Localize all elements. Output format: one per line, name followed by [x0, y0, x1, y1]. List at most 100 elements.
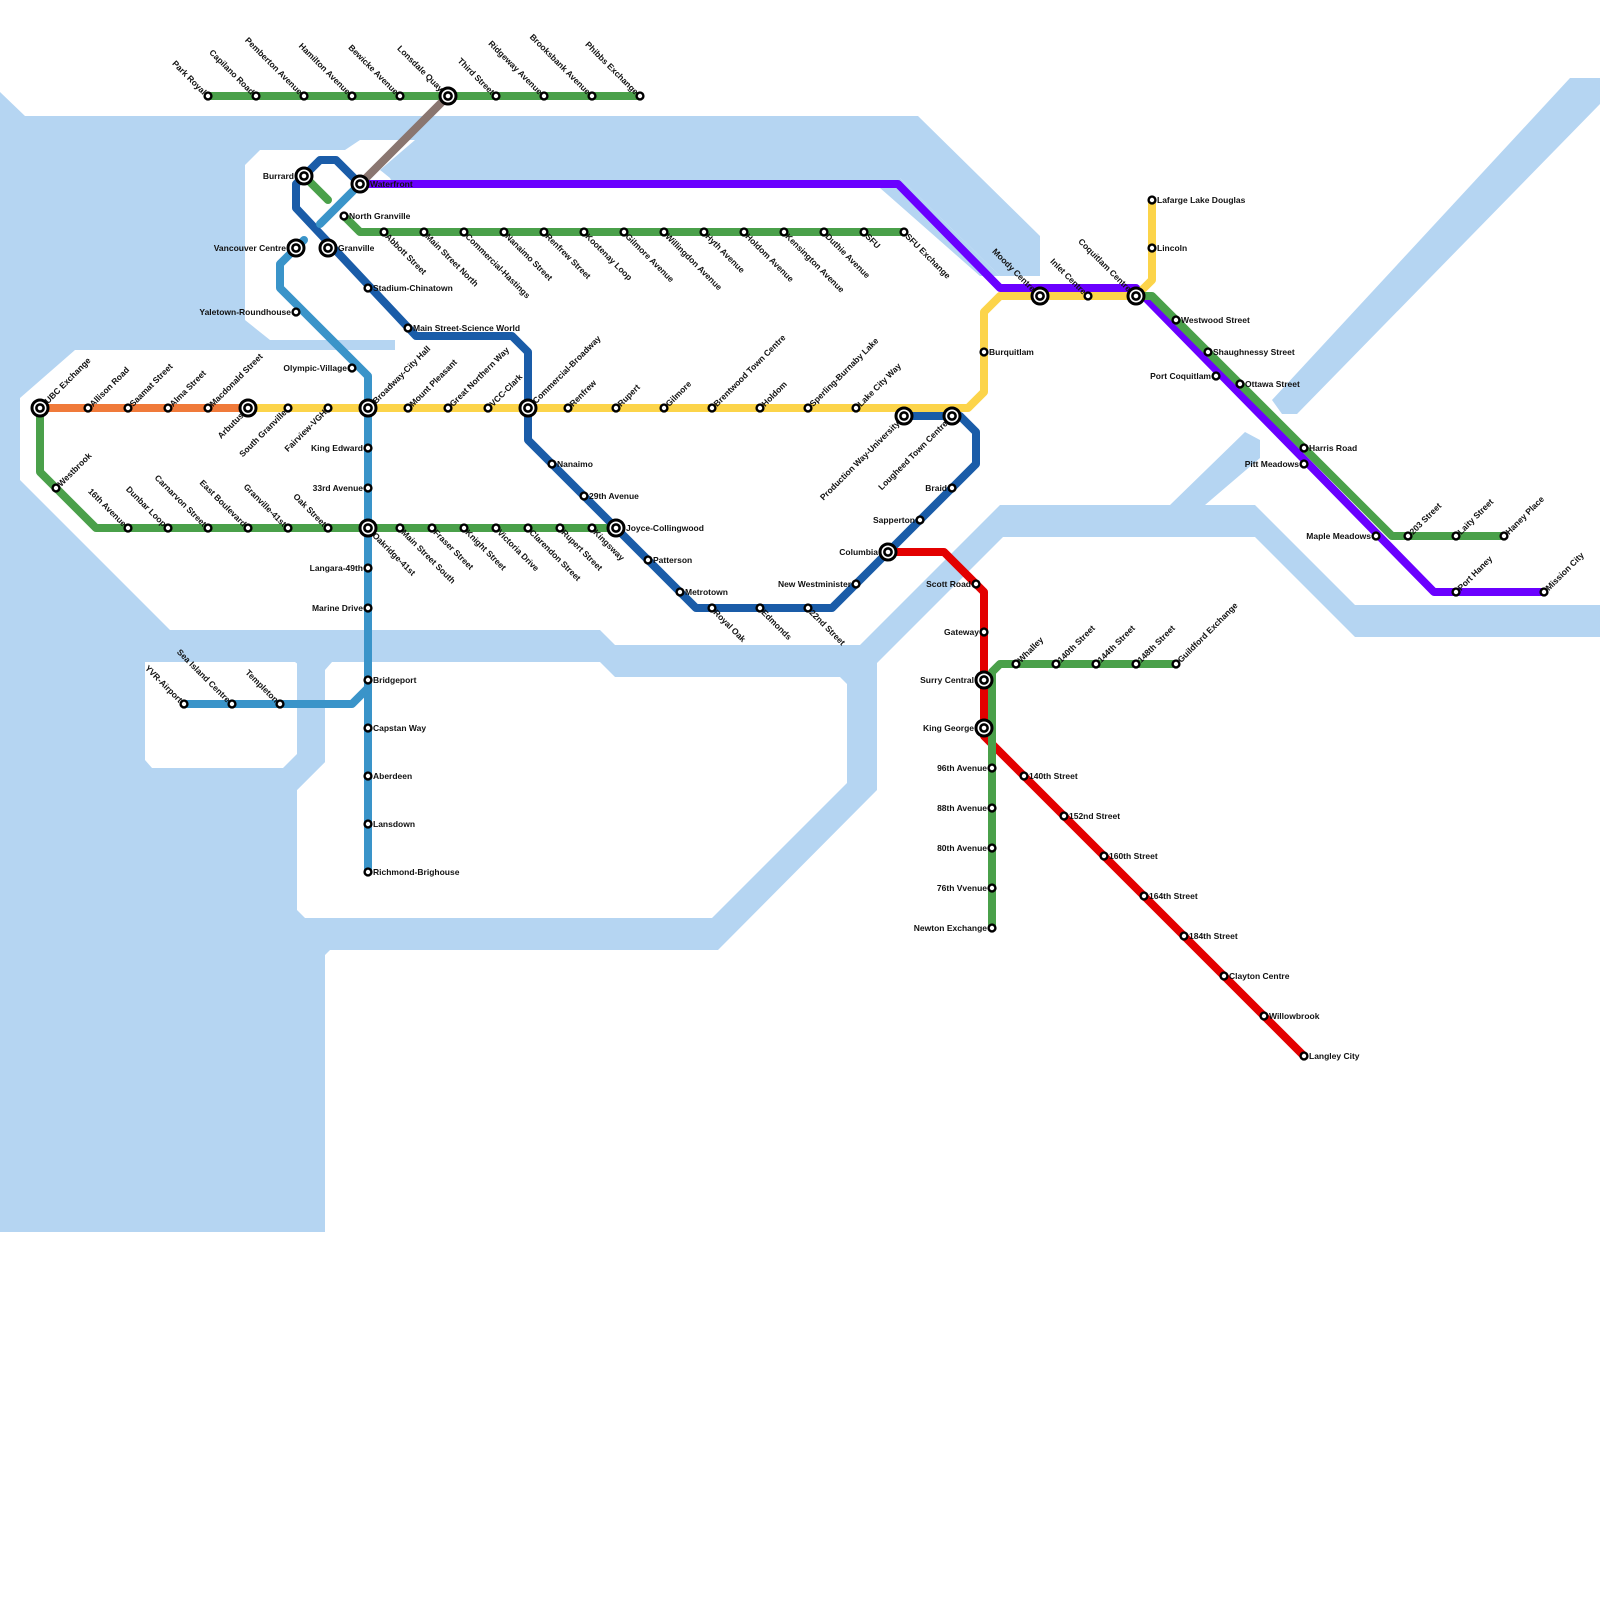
station-lincoln[interactable] [1147, 243, 1157, 253]
line-canada-line-2[interactable] [276, 236, 372, 876]
station-ubc-exchange[interactable] [30, 398, 50, 418]
station-oakridge-41st[interactable] [358, 518, 378, 538]
station-pemberton-avenue[interactable] [299, 91, 309, 101]
station-langara-49th[interactable] [363, 563, 373, 573]
station-new-westminister[interactable] [851, 579, 861, 589]
station-holdom[interactable] [755, 403, 765, 413]
station-broadway-city-hall[interactable] [358, 398, 378, 418]
station-waterfront[interactable] [350, 174, 370, 194]
station-29th-avenue[interactable] [579, 491, 589, 501]
station-fairview-vgh[interactable] [323, 403, 333, 413]
station-oak-street[interactable] [323, 523, 333, 533]
line-canada-line-airport[interactable] [180, 684, 372, 708]
station-184th-street[interactable] [1179, 931, 1189, 941]
station-nanaimo[interactable] [547, 459, 557, 469]
station-kingsway[interactable] [587, 523, 597, 533]
station-aberdeen[interactable] [363, 771, 373, 781]
station-22nd-street[interactable] [803, 603, 813, 613]
line-41st[interactable] [36, 404, 620, 532]
station-haney-place[interactable] [1499, 531, 1509, 541]
station-maple-meadows[interactable] [1371, 531, 1381, 541]
station-main-street-north[interactable] [419, 227, 429, 237]
station-lake-city-way[interactable] [851, 403, 861, 413]
station-140th-street[interactable] [1019, 771, 1029, 781]
station-16th-avenue[interactable] [123, 523, 133, 533]
line-millennium[interactable] [244, 196, 1156, 412]
station-westbrook[interactable] [51, 483, 61, 493]
station-commercial-broadway[interactable] [518, 398, 538, 418]
station-33rd-avenue[interactable] [363, 483, 373, 493]
station-144th-street[interactable] [1091, 659, 1101, 669]
station-macdonald-street[interactable] [203, 403, 213, 413]
station-yaletown-roundhouse[interactable] [291, 307, 301, 317]
station-clayton-centre[interactable] [1219, 971, 1229, 981]
station-south-granville[interactable] [283, 403, 293, 413]
station-victoria-drive[interactable] [491, 523, 501, 533]
station-surry-central[interactable] [974, 670, 994, 690]
station-olympic-village[interactable] [347, 363, 357, 373]
station-dunbar-loop[interactable] [163, 523, 173, 533]
station-granville-41st[interactable] [283, 523, 293, 533]
station-langley-city[interactable] [1299, 1051, 1309, 1061]
station-96th-avenue[interactable] [987, 763, 997, 773]
station-203-street[interactable] [1403, 531, 1413, 541]
station-sapperton[interactable] [915, 515, 925, 525]
station-inlet-centre[interactable] [1083, 291, 1093, 301]
station-richmond-brighouse[interactable] [363, 867, 373, 877]
station-nanaimo-street[interactable] [499, 227, 509, 237]
station-vcc-clark[interactable] [483, 403, 493, 413]
station-88th-avenue[interactable] [987, 803, 997, 813]
station-main-street-south[interactable] [395, 523, 405, 533]
station-kensington-avenue[interactable] [779, 227, 789, 237]
station-edmonds[interactable] [755, 603, 765, 613]
station-main-street-science-world[interactable] [403, 323, 413, 333]
station-port-haney[interactable] [1451, 587, 1461, 597]
station-port-coquitlam[interactable] [1211, 371, 1221, 381]
station-76th-vvenue[interactable] [987, 883, 997, 893]
station-shaughnessy-street[interactable] [1203, 347, 1213, 357]
station-phibbs-exchange[interactable] [635, 91, 645, 101]
station-alma-street[interactable] [163, 403, 173, 413]
station-sfu-exchange[interactable] [899, 227, 909, 237]
station-renfrew[interactable] [563, 403, 573, 413]
station-lougheed-town-centre[interactable] [942, 406, 962, 426]
station-stadium-chinatown[interactable] [363, 283, 373, 293]
station-sperling-burnaby-lake[interactable] [803, 403, 813, 413]
station-rupert[interactable] [611, 403, 621, 413]
station-third-street[interactable] [491, 91, 501, 101]
station-mission-city[interactable] [1539, 587, 1549, 597]
station-willowbrook[interactable] [1259, 1011, 1269, 1021]
station-marine-drive[interactable] [363, 603, 373, 613]
line-surrey-expo[interactable] [884, 548, 1308, 1060]
station-hyth-avenue[interactable] [699, 227, 709, 237]
station-park-royal[interactable] [203, 91, 213, 101]
station-gateway[interactable] [979, 627, 989, 637]
station-holdom-avenue[interactable] [739, 227, 749, 237]
station-braid[interactable] [947, 483, 957, 493]
station-willingdon-avenue[interactable] [659, 227, 669, 237]
station-hamilton-avenue[interactable] [347, 91, 357, 101]
station-capilano-road[interactable] [251, 91, 261, 101]
station-80th-avenue[interactable] [987, 843, 997, 853]
station-granville[interactable] [318, 238, 338, 258]
station-bewicke-avenue[interactable] [395, 91, 405, 101]
station-brentwood-town-centre[interactable] [707, 403, 717, 413]
station-gilmore-avenue[interactable] [619, 227, 629, 237]
station-164th-street[interactable] [1139, 891, 1149, 901]
station-lonsdale-quay[interactable] [438, 86, 458, 106]
station-kootenay-loop[interactable] [579, 227, 589, 237]
station-renfrew-street[interactable] [539, 227, 549, 237]
station-160th-street[interactable] [1099, 851, 1109, 861]
line-surrey-brt[interactable] [988, 660, 1180, 932]
station-yvr-airport[interactable] [179, 699, 189, 709]
station-harris-road[interactable] [1299, 443, 1309, 453]
station-newton-exchange[interactable] [987, 923, 997, 933]
station-fraser-street[interactable] [427, 523, 437, 533]
station-coquitlam-centre[interactable] [1126, 286, 1146, 306]
station-king-edward[interactable] [363, 443, 373, 453]
station-burrard[interactable] [294, 166, 314, 186]
station-mount-pleasant[interactable] [403, 403, 413, 413]
line-expo[interactable] [292, 156, 980, 612]
station-152nd-street[interactable] [1059, 811, 1069, 821]
station-columbia[interactable] [878, 542, 898, 562]
